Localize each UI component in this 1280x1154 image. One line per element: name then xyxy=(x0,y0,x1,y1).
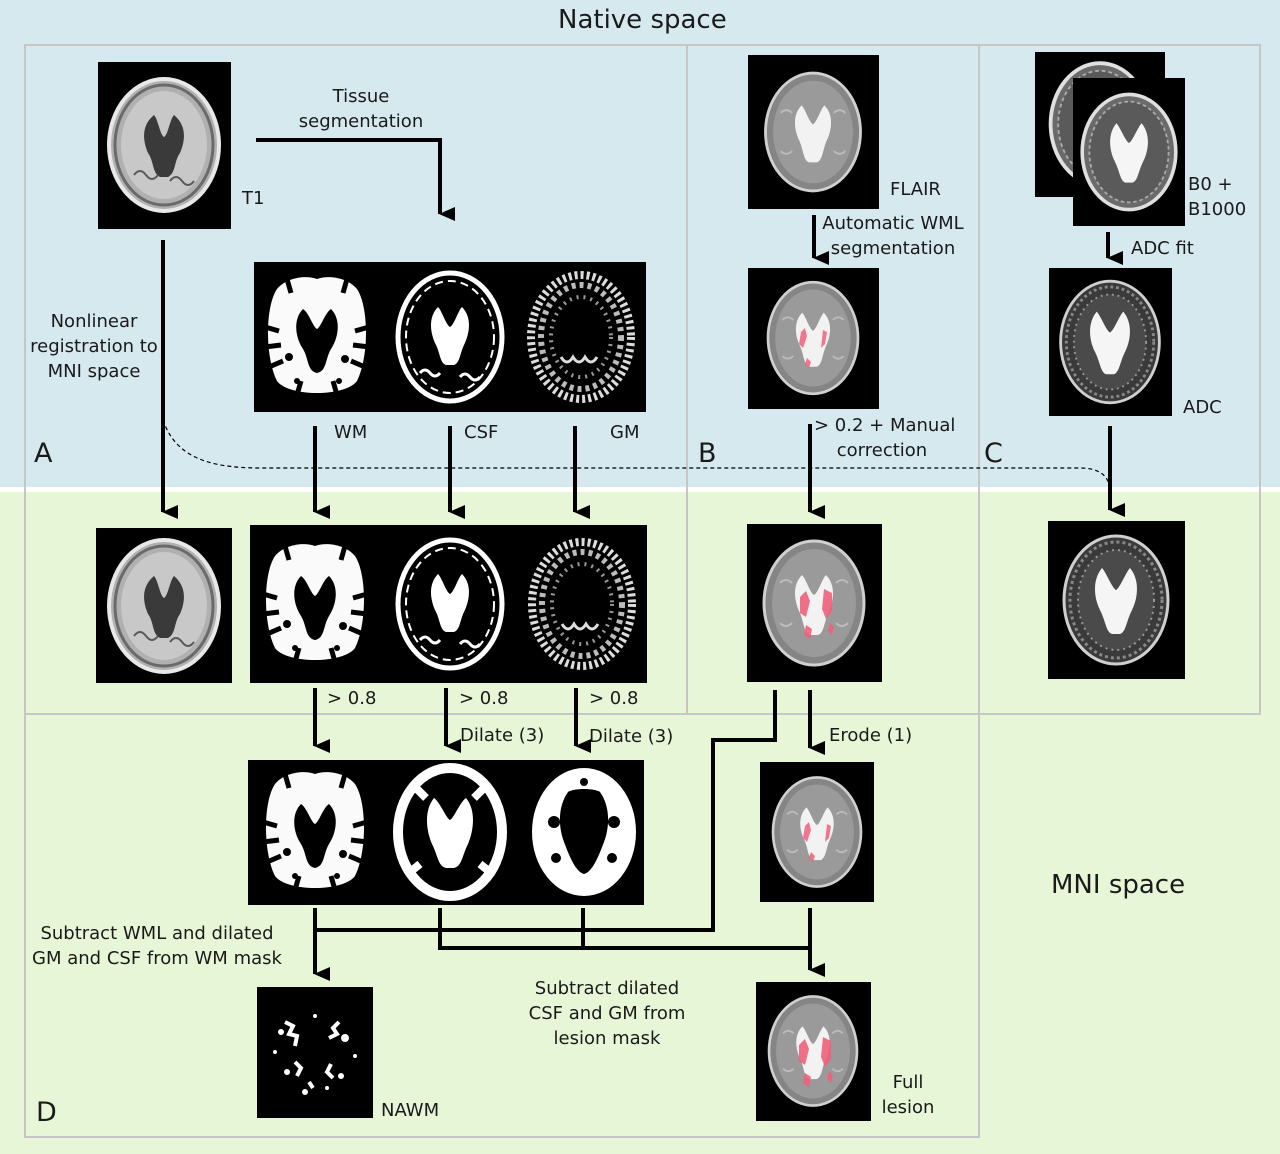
mni-space-title: MNI space xyxy=(1051,870,1186,900)
panel-d-frame xyxy=(24,713,980,1138)
panel-c-frame xyxy=(978,44,1261,715)
gm-label: GM xyxy=(610,422,640,443)
native-space-title: Native space xyxy=(558,5,727,35)
erode-label: Erode (1) xyxy=(829,725,913,746)
space-separator xyxy=(0,487,1280,492)
csf-threshold-label: > 0.8 xyxy=(459,688,509,709)
wm-label: WM xyxy=(334,422,368,443)
gm-threshold-label: > 0.8 xyxy=(589,688,639,709)
panel-b-letter: B xyxy=(698,438,717,469)
line-csf-gm-combine xyxy=(438,908,810,950)
csf-label: CSF xyxy=(464,422,499,443)
line-wml-to-subtract xyxy=(315,690,777,932)
panel-c-letter: C xyxy=(984,438,1003,469)
panel-d-letter: D xyxy=(36,1097,57,1128)
nawm-label: NAWM xyxy=(381,1100,440,1121)
flair-label: FLAIR xyxy=(890,179,941,200)
adc-fit-label: ADC fit xyxy=(1131,238,1194,259)
b0-b1000-label: B0 +B1000 xyxy=(1188,174,1247,220)
csf-dilate-label: Dilate (3) xyxy=(460,725,545,746)
gm-dilate-label: Dilate (3) xyxy=(589,726,674,747)
registration-dashed-line xyxy=(162,419,1111,489)
panel-a-letter: A xyxy=(34,438,53,469)
wm-threshold-label: > 0.8 xyxy=(327,688,377,709)
arrow-tissue-segmentation xyxy=(256,138,455,221)
t1-label: T1 xyxy=(242,188,265,209)
adc-label: ADC xyxy=(1183,397,1222,418)
